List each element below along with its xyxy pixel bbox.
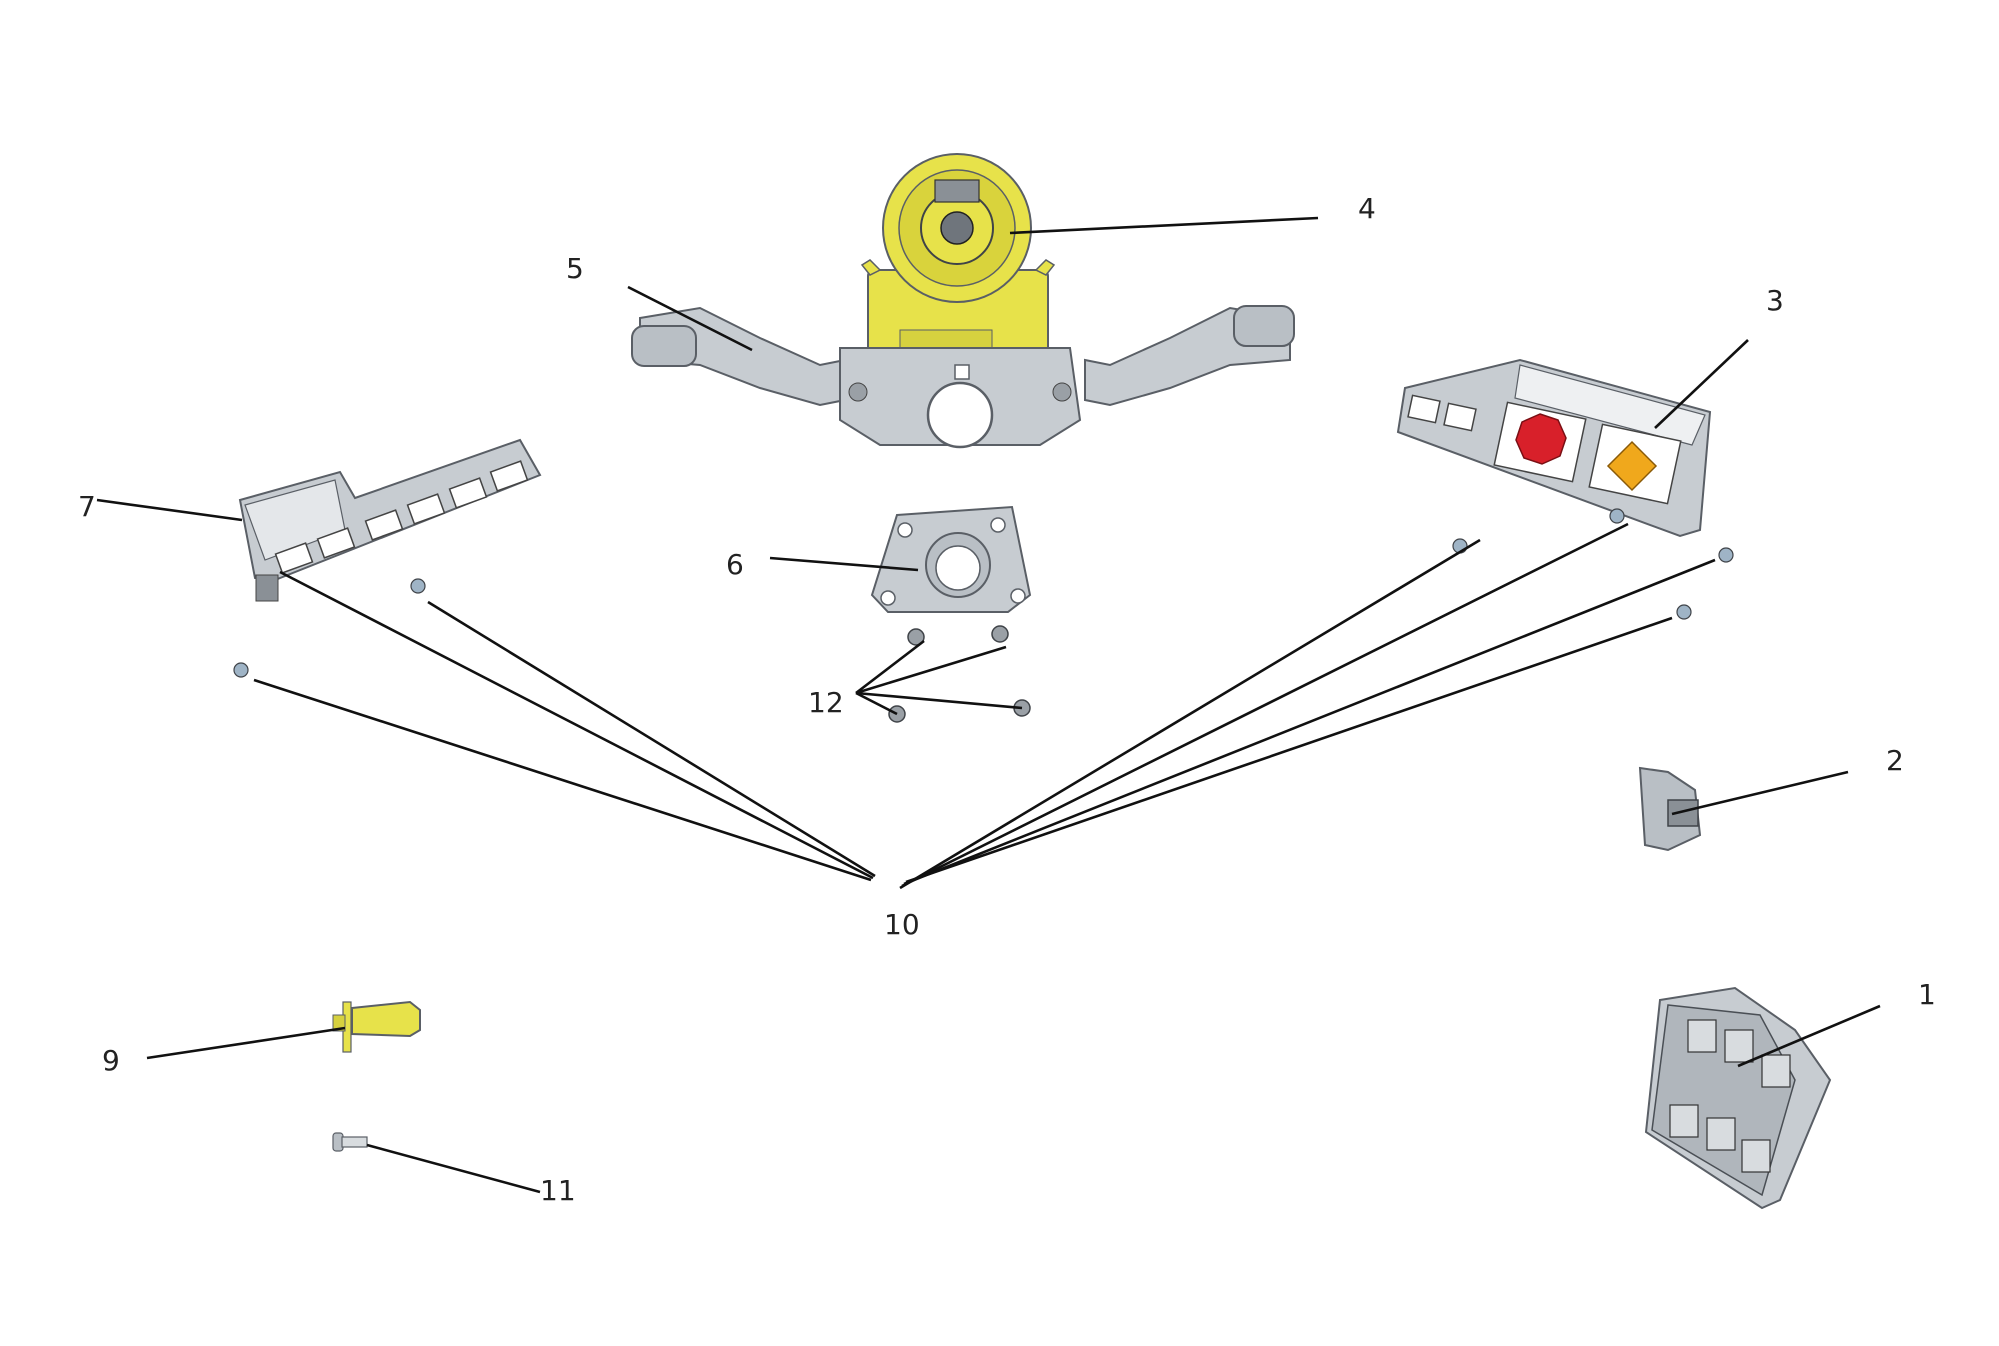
- callout-label-2: 2: [1886, 744, 1904, 777]
- leader-5: [627, 285, 753, 352]
- callout-label-1: 1: [1918, 978, 1936, 1011]
- part-5-combination-switch: [631, 305, 1295, 449]
- part-6-trim-ring: [870, 505, 1032, 613]
- leader-10e: [901, 522, 1629, 888]
- part-1-window-switch-module: [1644, 986, 1832, 1210]
- callout-labels: 4 5 3 7 6 12 2 10 1 9 11: [78, 192, 1936, 1207]
- part-7-left-switch-panel: [238, 438, 542, 602]
- part-10-fasteners: [233, 508, 1734, 678]
- leader-3: [1654, 339, 1749, 429]
- leader-4: [1009, 216, 1319, 235]
- callout-label-7: 7: [78, 490, 96, 523]
- part-9-yellow-connector: [332, 1000, 421, 1053]
- part-11-bolt: [332, 1132, 368, 1152]
- callout-label-12: 12: [808, 686, 844, 719]
- callout-label-9: 9: [102, 1044, 120, 1077]
- leader-7: [96, 498, 243, 522]
- leader-10b: [279, 570, 874, 880]
- callout-label-6: 6: [726, 548, 744, 581]
- leader-12b: [855, 645, 1007, 695]
- part-4-clock-spring: [860, 153, 1056, 361]
- callout-label-11: 11: [540, 1174, 576, 1207]
- leader-10d: [899, 538, 1481, 890]
- callout-label-4: 4: [1358, 192, 1376, 225]
- callout-label-10: 10: [884, 908, 920, 941]
- part-3-right-switch-panel: [1396, 358, 1712, 538]
- leader-11: [366, 1143, 541, 1194]
- leader-1: [1737, 1004, 1881, 1068]
- leader-12d: [855, 691, 1023, 710]
- leader-12a: [855, 639, 925, 695]
- part-2-small-switch: [1638, 766, 1702, 852]
- callout-label-5: 5: [566, 252, 584, 285]
- leader-10c: [427, 600, 876, 878]
- leader-10g: [905, 616, 1673, 884]
- leader-6: [769, 556, 919, 572]
- callout-label-3: 3: [1766, 284, 1784, 317]
- leader-10f: [903, 558, 1716, 886]
- leader-2: [1671, 770, 1849, 816]
- leader-9: [146, 1026, 346, 1060]
- leader-10a: [253, 678, 872, 882]
- leader-12c: [855, 691, 898, 716]
- leader-lines: [96, 216, 1881, 1194]
